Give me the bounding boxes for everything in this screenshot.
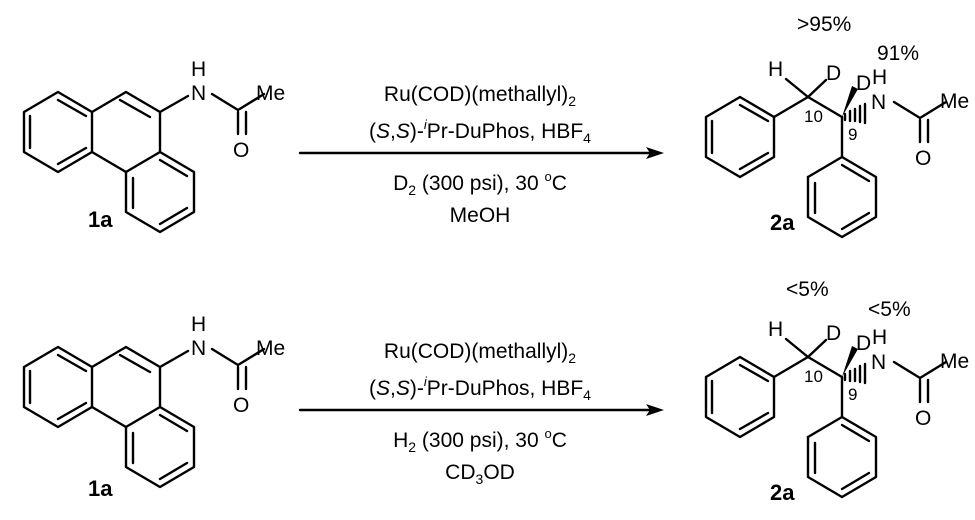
compound-label-1a: 1a — [88, 207, 113, 232]
hashed-bond-n — [843, 102, 867, 125]
solvent-text: MeOH — [450, 204, 511, 227]
atom-h: H — [191, 313, 206, 336]
product-ring-c-bonds — [806, 155, 878, 239]
atom-n: N — [191, 337, 206, 360]
atom-d-c10: D — [826, 62, 841, 85]
catalyst-text: Ru(COD)(methallyl)2 — [384, 83, 576, 109]
position-label-c9: 9 — [848, 385, 857, 404]
product-ring-c-bonds — [806, 415, 878, 499]
product-h-d-bonds — [784, 337, 828, 359]
wedge-bond-d — [842, 346, 858, 377]
atom-h-c10: H — [768, 58, 783, 81]
reaction-row-1: H N Me O 1a Ru(COD)(methallyl)2 (S,S)-iP… — [22, 13, 969, 239]
atom-n: N — [191, 82, 206, 105]
ring-b-bonds — [90, 345, 162, 429]
product-h-d-bonds — [784, 77, 828, 99]
ring-a-bonds — [22, 345, 94, 429]
atom-h: H — [191, 58, 206, 81]
atom-d-c9: D — [856, 332, 871, 355]
d-incorporation-c9: <5% — [868, 298, 911, 321]
atom-d-c10: D — [826, 322, 841, 345]
atom-h-c10: H — [768, 318, 783, 341]
product-acetamide-bonds — [892, 100, 948, 144]
hashed-bond-n — [843, 362, 867, 385]
product-ring-a-bonds — [704, 355, 776, 439]
acetamide-bonds — [158, 347, 266, 391]
compound-label-2a: 2a — [770, 210, 795, 235]
atom-o: O — [915, 407, 931, 430]
reaction-row-2: H N Me O 1a Ru(COD)(methallyl)2 (S,S)-iP… — [22, 278, 969, 505]
ring-c-bonds — [124, 405, 196, 489]
d-incorporation-c9: 91% — [877, 42, 919, 65]
position-label-c10: 10 — [804, 107, 823, 126]
reaction-arrow — [298, 404, 664, 416]
wedge-bond-d — [842, 86, 858, 117]
acetamide-bonds — [158, 92, 266, 136]
atom-me: Me — [256, 82, 285, 105]
catalyst-text: Ru(COD)(methallyl)2 — [384, 340, 576, 366]
gas-conditions-text: D2 (300 psi), 30 oC — [393, 169, 567, 198]
ligand-text: (S,S)-iPr-DuPhos, HBF4 — [369, 117, 591, 146]
compound-label-1a: 1a — [88, 476, 113, 501]
reaction-arrow — [298, 147, 664, 159]
gas-conditions-text: H2 (300 psi), 30 oC — [393, 426, 567, 455]
atom-o: O — [233, 139, 249, 162]
ring-c-bonds — [124, 150, 196, 234]
ligand-text: (S,S)-iPr-DuPhos, HBF4 — [369, 374, 591, 403]
atom-me: Me — [256, 337, 285, 360]
atom-h-nh: H — [872, 326, 887, 349]
atom-n: N — [871, 91, 886, 114]
solvent-text: CD3OD — [445, 461, 515, 487]
atom-me: Me — [940, 350, 969, 373]
atom-o: O — [915, 147, 931, 170]
position-label-c10: 10 — [804, 367, 823, 386]
atom-me: Me — [940, 90, 969, 113]
product-acetamide-bonds — [892, 360, 948, 404]
product-structure: H D D H N Me O 10 9 >95% 91% — [704, 13, 969, 239]
ring-b-bonds — [90, 90, 162, 174]
substrate-structure: H N Me O — [22, 313, 285, 489]
atom-h-nh: H — [872, 66, 887, 89]
atom-o: O — [233, 394, 249, 417]
atom-n: N — [871, 351, 886, 374]
compound-label-2a: 2a — [770, 480, 795, 505]
ring-a-bonds — [22, 90, 94, 174]
product-structure: H D D H N Me O 10 9 <5% <5% — [704, 278, 969, 499]
d-incorporation-c10: <5% — [786, 278, 829, 301]
product-ring-a-bonds — [704, 95, 776, 179]
substrate-structure: H N Me O — [22, 58, 285, 234]
atom-d-c9: D — [856, 72, 871, 95]
position-label-c9: 9 — [848, 125, 857, 144]
d-incorporation-c10: >95% — [797, 13, 851, 36]
